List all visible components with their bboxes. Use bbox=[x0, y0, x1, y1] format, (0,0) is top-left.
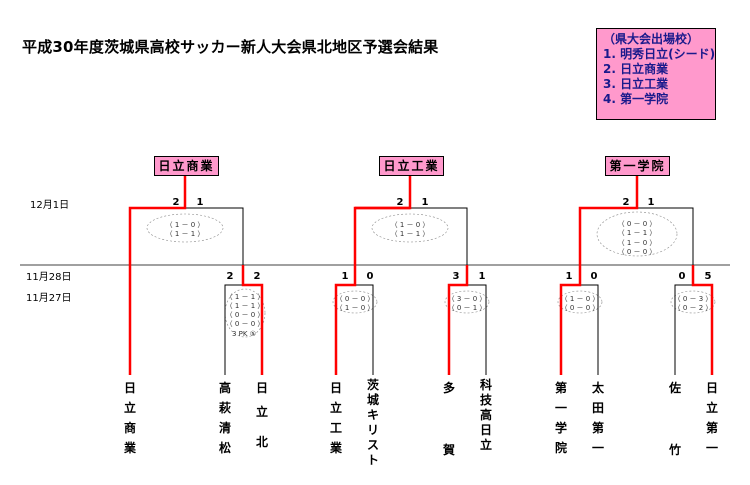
match-score-left: 1 bbox=[565, 271, 573, 282]
match-score-right: 0 bbox=[366, 271, 374, 282]
score-circle bbox=[146, 213, 224, 243]
qualified-item: 4. 第一学院 bbox=[603, 92, 669, 106]
bracket-line bbox=[580, 284, 599, 375]
score-detail: （ 1 － 1 ） bbox=[617, 229, 657, 237]
match-score-right: 2 bbox=[253, 271, 261, 282]
qualified-heading: （県大会出場校） bbox=[603, 32, 700, 46]
final-score-left: 2 bbox=[622, 197, 630, 208]
score-detail: （ 3 － 0 ） bbox=[447, 295, 487, 303]
match-score-right: 0 bbox=[590, 271, 598, 282]
team-name-daiichi-gakuin: 第一学院 bbox=[554, 381, 567, 455]
bracket-line bbox=[185, 207, 244, 265]
bracket-line-win bbox=[559, 176, 639, 375]
bracket-line-win bbox=[447, 265, 469, 375]
bracket-line bbox=[224, 284, 243, 375]
pk-result: 3 PK ⑤ bbox=[232, 330, 256, 338]
score-detail: （ 1 － 1 ） bbox=[165, 230, 205, 238]
bracket-winner-box: 日立工業 bbox=[379, 156, 444, 176]
team-name-takahagi-seisho: 高萩清松 bbox=[218, 381, 231, 455]
score-detail: （ 1 － 1 ） bbox=[390, 230, 430, 238]
team-name-kagi-ko-hitachi: 科技高日立 bbox=[479, 378, 492, 452]
bracket-line-win bbox=[128, 176, 187, 375]
bracket-line-win bbox=[241, 265, 264, 375]
score-detail: （ 0 － 0 ） bbox=[225, 311, 265, 319]
bracket-line bbox=[355, 284, 374, 375]
score-circle bbox=[371, 213, 449, 243]
bracket-line bbox=[410, 207, 468, 265]
score-circle bbox=[444, 290, 490, 314]
score-detail: （ 1 － 1 ） bbox=[225, 302, 265, 310]
match-score-left: 2 bbox=[226, 271, 234, 282]
score-detail: （ 1 － 0 ） bbox=[617, 239, 657, 247]
score-detail: （ 0 － 1 ） bbox=[447, 304, 487, 312]
score-detail: （ 1 － 0 ） bbox=[560, 295, 600, 303]
score-detail: （ 1 － 1 ） bbox=[225, 293, 265, 301]
match-score-right: 1 bbox=[478, 271, 486, 282]
team-name-ota-daiichi: 太田第一 bbox=[591, 381, 604, 455]
final-score-left: 2 bbox=[172, 197, 180, 208]
team-name-hitachi-kogyo: 日立工業 bbox=[329, 381, 342, 455]
team-name-nichiritsu-shogyo: 日立商業 bbox=[123, 381, 136, 455]
qualified-item: 1. 明秀日立(シード) bbox=[603, 47, 716, 61]
team-name-hitachi-kita: 日立北 bbox=[255, 381, 268, 449]
score-detail: （ 1 － 0 ） bbox=[165, 221, 205, 229]
score-detail: （ 0 － 0 ） bbox=[225, 320, 265, 328]
match-score-left: 0 bbox=[678, 271, 686, 282]
date-round1: 11月27日 bbox=[26, 293, 72, 304]
score-circle bbox=[557, 290, 603, 314]
bracket-line bbox=[467, 284, 487, 375]
score-detail: （ 0 － 0 ） bbox=[617, 220, 657, 228]
date-round2: 11月28日 bbox=[26, 272, 72, 283]
qualified-schools-box: （県大会出場校） 1. 明秀日立(シード) 2. 日立商業 3. 日立工業 4.… bbox=[596, 28, 716, 120]
team-name-taga: 多賀 bbox=[442, 381, 455, 457]
bracket-line-win bbox=[334, 176, 412, 375]
final-score-right: 1 bbox=[647, 197, 655, 208]
team-name-ibaraki-christian: 茨城キリスト bbox=[366, 378, 379, 467]
date-final: 12月1日 bbox=[30, 200, 70, 211]
qualified-item: 2. 日立商業 bbox=[603, 62, 669, 76]
match-score-left: 1 bbox=[341, 271, 349, 282]
bracket-line-win bbox=[691, 265, 714, 375]
team-name-satake: 佐竹 bbox=[668, 381, 681, 457]
score-circle bbox=[670, 290, 716, 314]
bracket-line bbox=[637, 207, 694, 265]
final-score-right: 1 bbox=[196, 197, 204, 208]
score-detail: （ 0 － 0 ） bbox=[335, 295, 375, 303]
bracket-line bbox=[674, 284, 693, 375]
page-title: 平成30年度茨城県高校サッカー新人大会県北地区予選会結果 bbox=[22, 38, 439, 56]
bracket-winner-box: 日立商業 bbox=[154, 156, 219, 176]
score-detail: （ 0 － 0 ） bbox=[617, 248, 657, 256]
score-detail: （ 1 － 0 ） bbox=[335, 304, 375, 312]
final-score-right: 1 bbox=[421, 197, 429, 208]
score-circle bbox=[332, 290, 378, 314]
score-detail: （ 0 － 3 ） bbox=[673, 295, 713, 303]
match-score-right: 5 bbox=[704, 271, 712, 282]
score-circle bbox=[596, 211, 678, 257]
score-detail: （ 1 － 0 ） bbox=[390, 221, 430, 229]
score-detail: （ 0 － 2 ） bbox=[673, 304, 713, 312]
final-score-left: 2 bbox=[396, 197, 404, 208]
match-score-left: 3 bbox=[452, 271, 460, 282]
qualified-item: 3. 日立工業 bbox=[603, 77, 669, 91]
team-name-hitachi-daiichi: 日立第一 bbox=[705, 381, 718, 455]
score-detail: （ 0 － 0 ） bbox=[560, 304, 600, 312]
bracket-winner-box: 第一学院 bbox=[605, 156, 670, 176]
